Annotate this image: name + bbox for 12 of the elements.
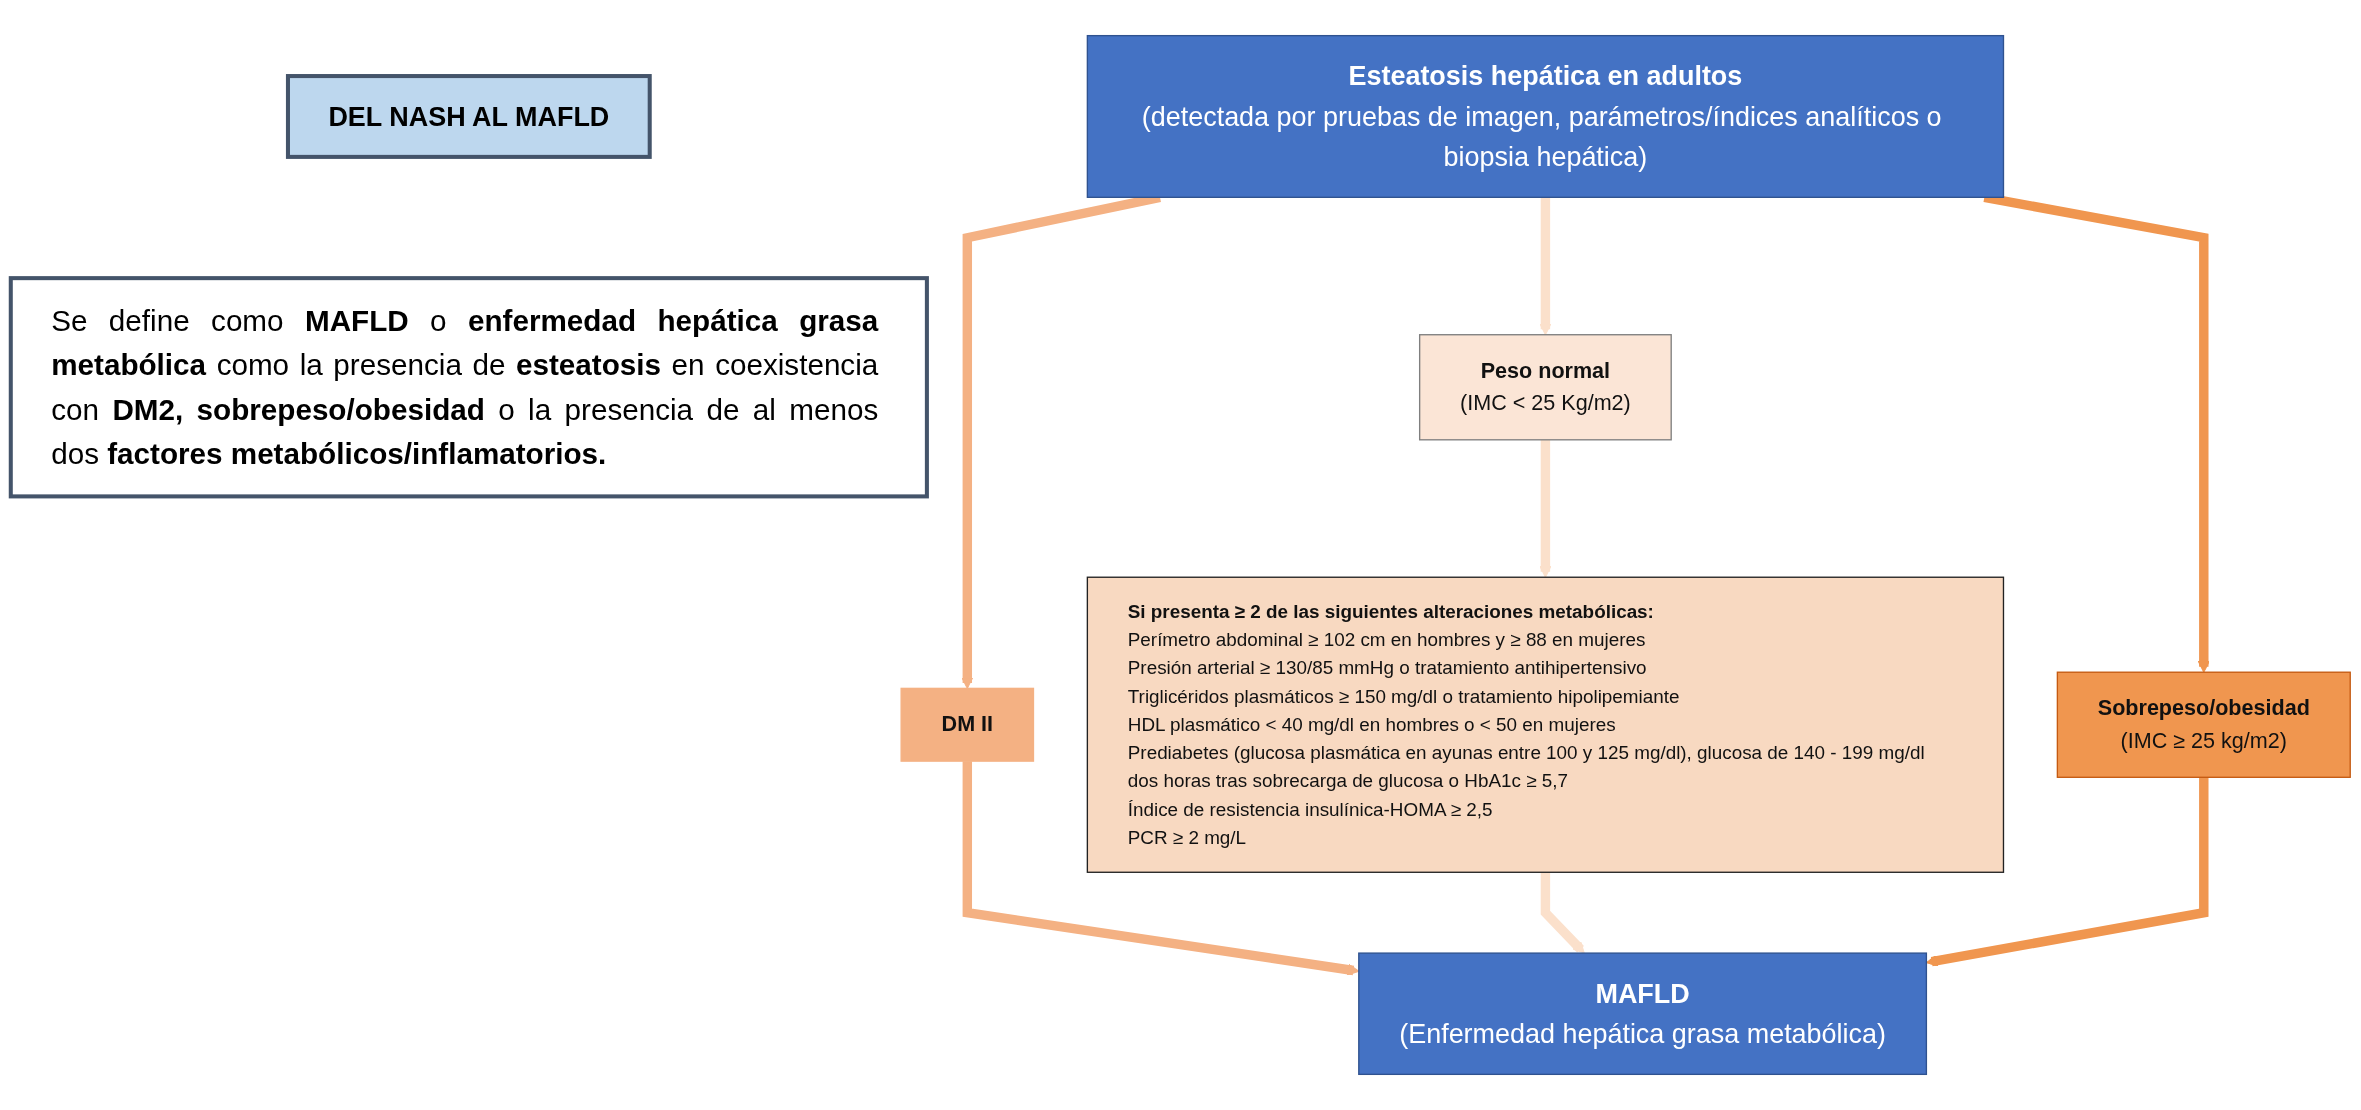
node-box: Sobrepeso/obesidad (IMC ≥ 25 kg/m2) [2056, 671, 2351, 778]
node-box: Si presenta ≥ 2 de las siguientes alteraciones metabólicas: Perímetro abdominal ≥ 102 cm en hombres y ≥ 88 en mujeres Presión arterial ≥ 130/85 mmHg o tratamiento antihipertensivo Triglicéridos plasmáticos ≥ 150 mg/dl o tratamiento hipolipemiante HDL plasmático < 40 mg/dl en hombres o < 50 en mujeres Prediabetes (glucosa plasmática en ayunas entre 100 y 125 mg/dl), glucosa de 140 - 199 mg/dl dos horas tras sobrecarga de glucosa o HbA1c ≥ 5,7 Índice de resistencia insulínica-HOMA ≥ 2,5 PCR ≥ 2 mg/L [1086, 576, 2005, 873]
arrow [1540, 872, 1585, 954]
node-box: Esteatosis hepática en adultos (detectada por pruebas de imagen, parámetros/índices analíticos o biopsia hepática) [1086, 34, 2005, 198]
node-box: Peso normal (IMC < 25 Kg/m2) [1418, 334, 1672, 441]
arrow [1925, 777, 2209, 967]
arrow [1539, 439, 1552, 578]
node-box: Se define como MAFLD o enfermedad hepática grasa metabólica como la presencia de esteatosis en coexistencia con DM2, sobrepeso/obesidad o la presencia de al menos dos factores metabólicos/inflamatorios. [8, 276, 929, 499]
node-box: DM II [900, 687, 1035, 762]
arrow [1539, 197, 1552, 336]
node-box: MAFLD (Enfermedad hepática grasa metabólica) [1358, 952, 1928, 1076]
node-box: DEL NASH AL MAFLD [285, 74, 652, 159]
